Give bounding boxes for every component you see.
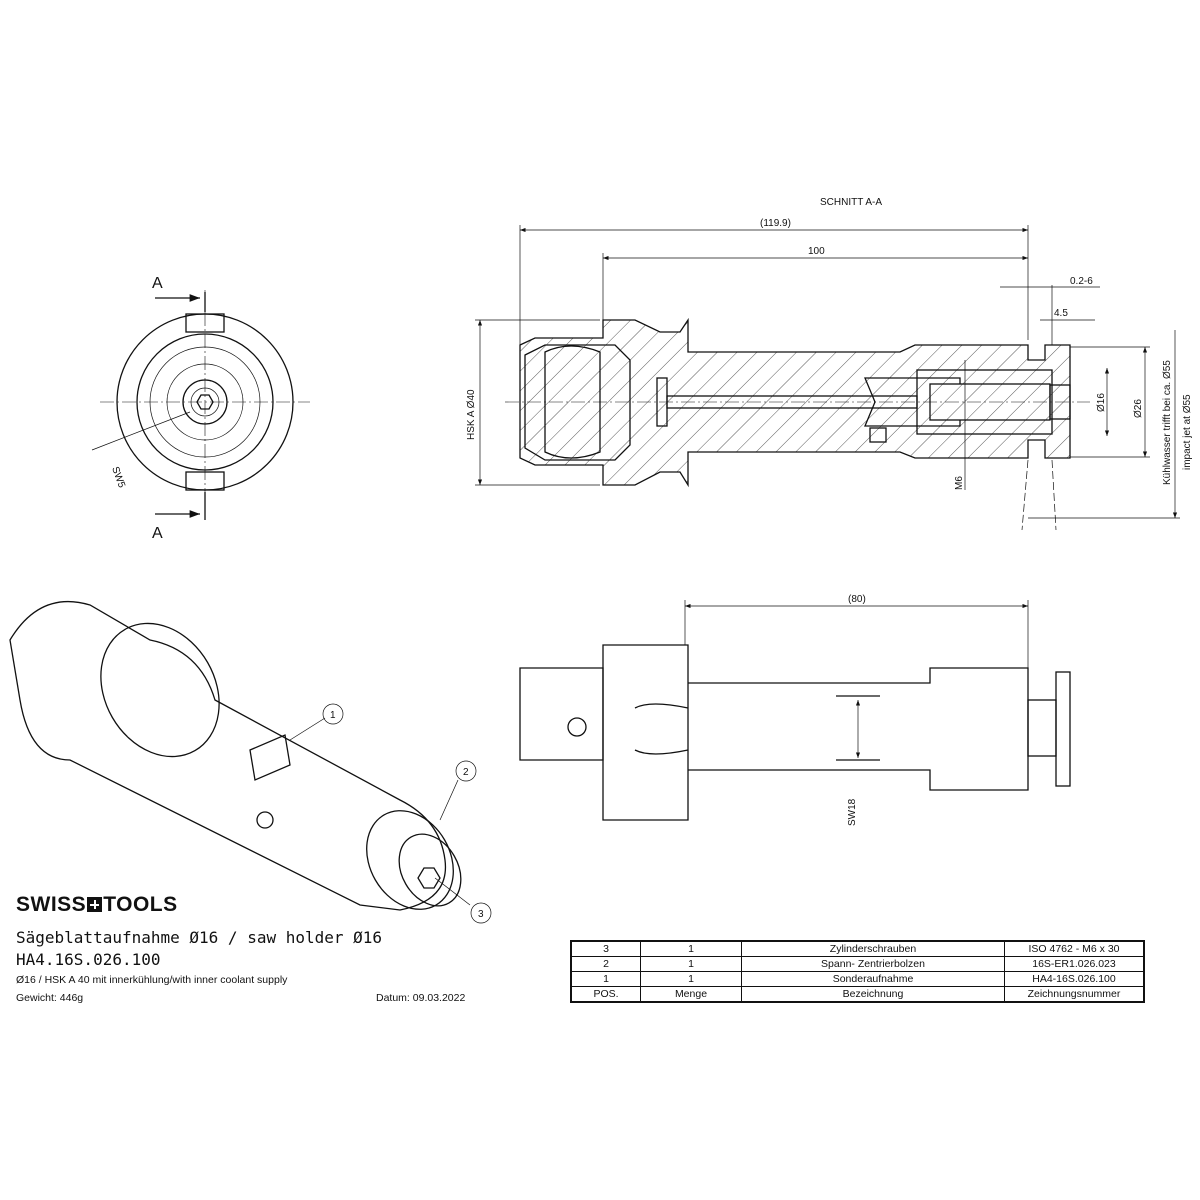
dim-d26: Ø26 [1133, 399, 1144, 418]
balloon-3: 3 [470, 902, 492, 924]
dim-sw5: SW5 [109, 465, 127, 490]
svg-text:1: 1 [330, 710, 336, 721]
coolant-note-de: Kühlwasser trifft bei ca. Ø55 [1162, 360, 1173, 485]
section-view: SCHNITT A-A (119.9) 100 0.2-6 4.5 HSK A … [466, 197, 1193, 531]
swiss-cross-icon [87, 897, 103, 912]
balloon-1: 1 [322, 703, 344, 725]
dim-m6: M6 [954, 476, 965, 490]
coolant-note-en: impact jet at Ø55 [1182, 394, 1193, 470]
section-marker-top: A [152, 275, 163, 292]
dim-length-80: (80) [848, 594, 866, 605]
side-view: (80) SW18 [519, 594, 1071, 826]
part-number: HA4.16S.026.100 [16, 950, 161, 969]
front-view: A A SW5 [91, 275, 310, 542]
dim-sw18: SW18 [847, 798, 858, 826]
weight: Gewicht: 446g [16, 992, 84, 1004]
drawing-title: Sägeblattaufnahme Ø16 / saw holder Ø16 [16, 928, 383, 947]
svg-text:2: 2 [463, 767, 469, 778]
dim-gap: 0.2-6 [1070, 276, 1093, 287]
dim-offset: 4.5 [1054, 308, 1068, 319]
dim-hsk: HSK A Ø40 [466, 389, 477, 440]
dim-d16: Ø16 [1096, 393, 1107, 412]
date: Datum: 09.03.2022 [376, 992, 466, 1004]
dim-length-100: 100 [808, 246, 825, 257]
section-marker-bottom: A [152, 525, 163, 542]
description: Ø16 / HSK A 40 mit innerkühlung/with inn… [16, 974, 288, 986]
section-title: SCHNITT A-A [820, 197, 882, 208]
svg-text:3: 3 [478, 909, 484, 920]
balloon-2: 2 [455, 760, 477, 782]
dim-overall-length: (119.9) [760, 218, 791, 229]
isometric-view [9, 601, 471, 911]
